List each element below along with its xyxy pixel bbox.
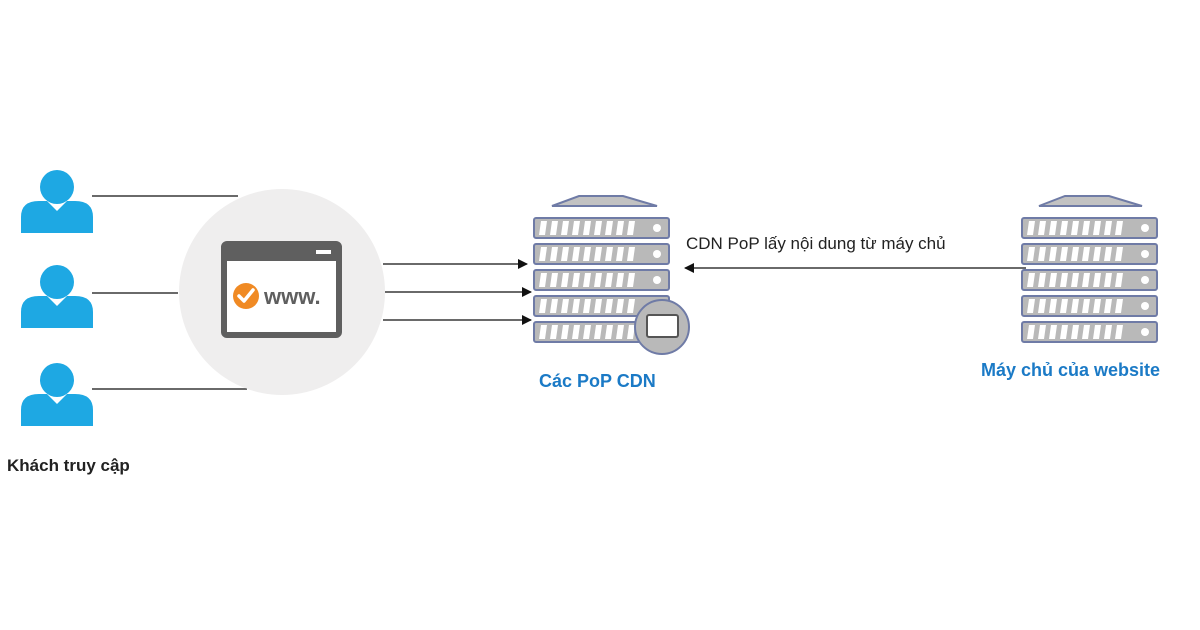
checkmark-circle-icon — [233, 283, 259, 309]
origin-server: Máy chủ của website — [981, 195, 1160, 380]
cdn-label: Các PoP CDN — [539, 371, 656, 391]
browser-to-cdn-arrows — [383, 259, 532, 325]
server-rack-icon — [533, 195, 670, 343]
server-unit — [1021, 321, 1158, 343]
server-unit — [533, 269, 670, 291]
server-unit — [1021, 295, 1158, 317]
user-icon — [21, 170, 93, 233]
visitor-group: Khách truy cập — [7, 170, 130, 475]
server-unit — [1021, 217, 1158, 239]
server-rack-icon — [1021, 195, 1158, 343]
origin-label: Máy chủ của website — [981, 360, 1160, 380]
cdn-server: Các PoP CDN — [533, 195, 690, 391]
visitor-connector-lines — [92, 195, 247, 390]
server-unit — [533, 295, 670, 317]
monitor-badge-icon — [634, 299, 690, 355]
visitors-label: Khách truy cập — [7, 456, 130, 475]
user-icon — [21, 363, 93, 426]
browser-url-text: www. — [263, 284, 321, 309]
server-unit — [533, 217, 670, 239]
origin-to-cdn-edge: CDN PoP lấy nội dung từ máy chủ — [684, 234, 1026, 273]
edge-label: CDN PoP lấy nội dung từ máy chủ — [686, 234, 946, 253]
user-icon — [21, 265, 93, 328]
browser-node: www. — [179, 189, 385, 395]
server-unit — [1021, 243, 1158, 265]
browser-window-icon — [221, 241, 342, 338]
server-unit — [533, 243, 670, 265]
server-unit — [1021, 269, 1158, 291]
